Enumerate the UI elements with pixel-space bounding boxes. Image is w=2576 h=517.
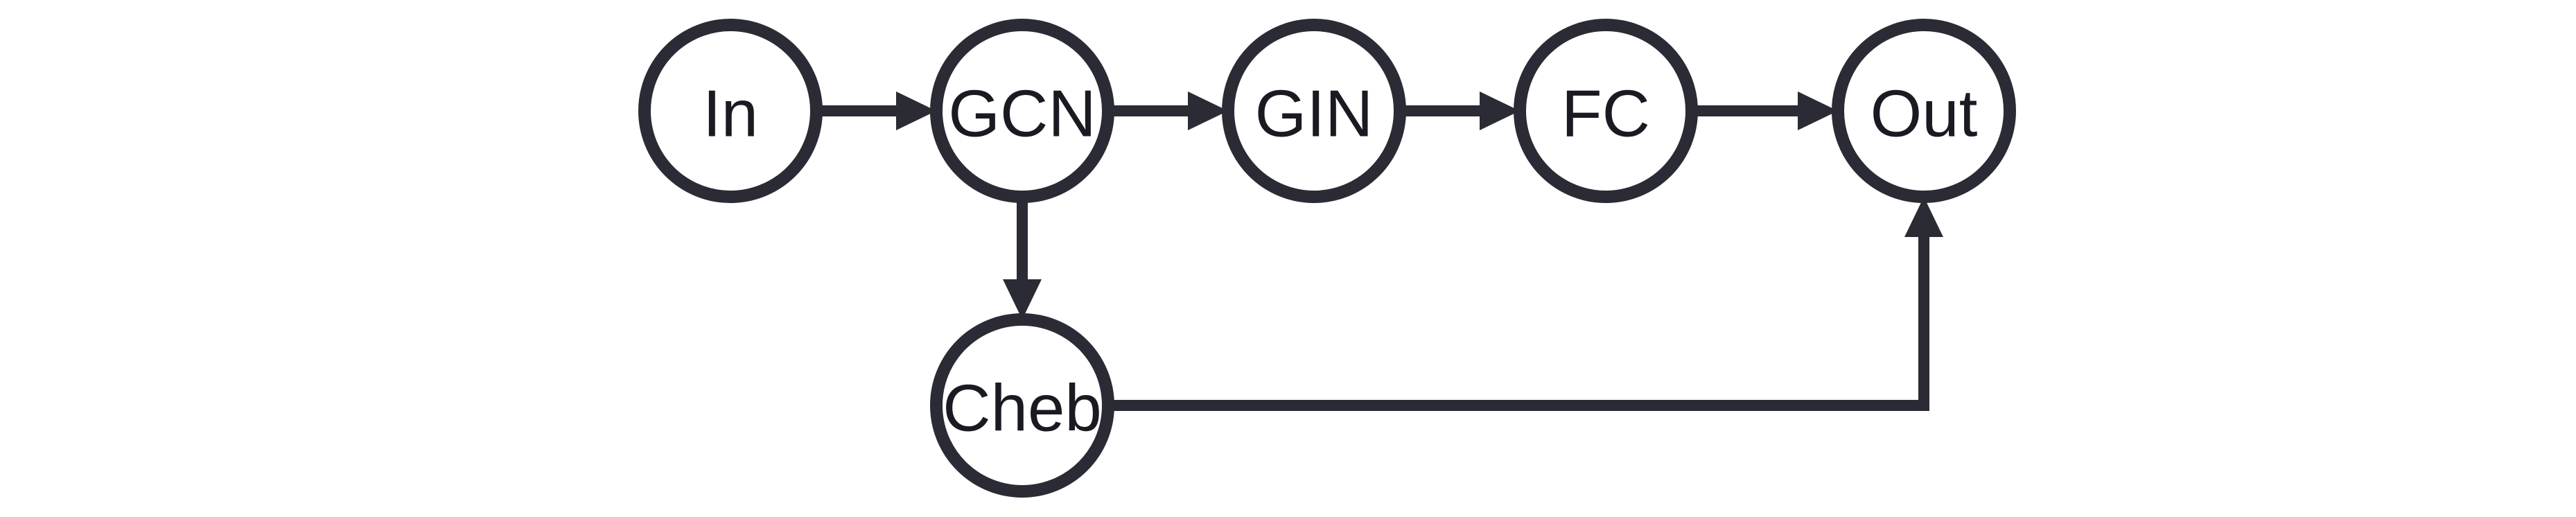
edge-gcn-to-cheb	[1003, 191, 1042, 319]
arrowhead	[1798, 91, 1838, 130]
node-label-fc: FC	[1561, 77, 1650, 151]
edge-gcn-to-gin	[1103, 91, 1228, 130]
node-label-in: In	[703, 77, 758, 151]
arrowhead	[1480, 91, 1520, 130]
node-in: In	[638, 19, 823, 203]
node-circle	[930, 313, 1114, 498]
node-gcn: GCN	[930, 19, 1114, 203]
node-circle	[638, 19, 823, 203]
edge-cheb-to-out	[1103, 197, 1943, 411]
node-circle	[930, 19, 1114, 203]
node-fc: FC	[1514, 19, 1698, 203]
edge-in-to-gcn	[811, 91, 936, 130]
node-out: Out	[1832, 19, 2016, 203]
arrowhead	[1904, 197, 1943, 237]
edge-gin-to-fc	[1394, 91, 1520, 130]
node-circle	[1222, 19, 1406, 203]
node-cheb: Cheb	[930, 313, 1114, 498]
node-gin: GIN	[1222, 19, 1406, 203]
node-label-cheb: Cheb	[943, 371, 1102, 446]
arrowhead	[1188, 91, 1228, 130]
edge-line	[1103, 231, 1929, 411]
node-label-gin: GIN	[1255, 77, 1374, 151]
node-circle	[1832, 19, 2016, 203]
arrowhead	[896, 91, 936, 130]
arrowhead	[1003, 279, 1042, 319]
edges-layer	[811, 91, 1943, 411]
edge-fc-to-out	[1686, 91, 1838, 130]
node-label-out: Out	[1870, 77, 1978, 151]
node-label-gcn: GCN	[948, 77, 1096, 151]
node-circle	[1514, 19, 1698, 203]
